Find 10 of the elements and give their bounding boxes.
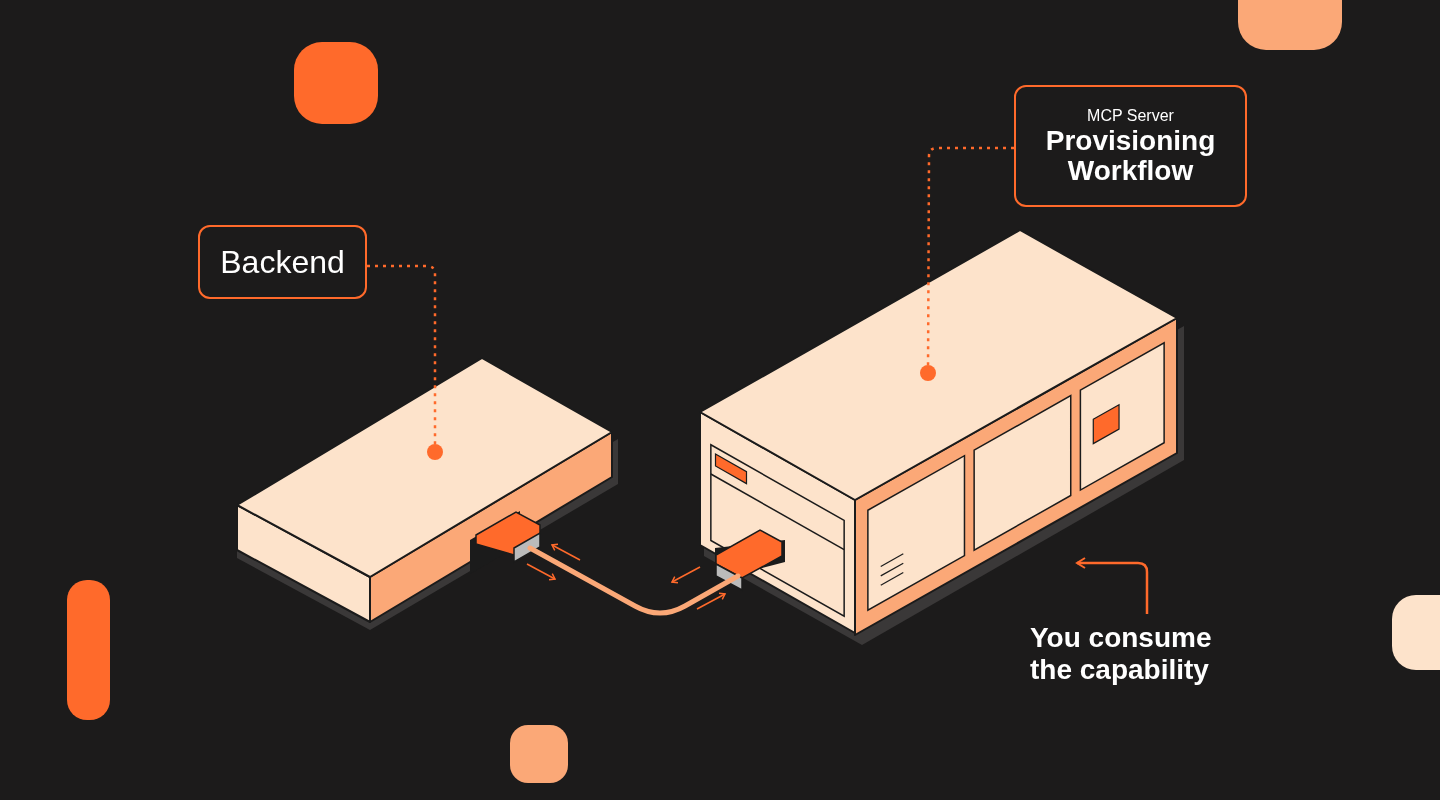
- cable: [527, 545, 741, 616]
- leader-line: [367, 264, 443, 460]
- label-box: [198, 225, 367, 299]
- label-text: Backend: [220, 246, 345, 278]
- arrow: [1076, 557, 1149, 614]
- caption-text: You consume the capability: [1030, 622, 1213, 686]
- leader-line: [920, 146, 1014, 381]
- label-title: Provisioning Workflow: [1044, 126, 1217, 186]
- label-box: [1014, 85, 1247, 207]
- label-subtitle: MCP Server: [1087, 106, 1174, 126]
